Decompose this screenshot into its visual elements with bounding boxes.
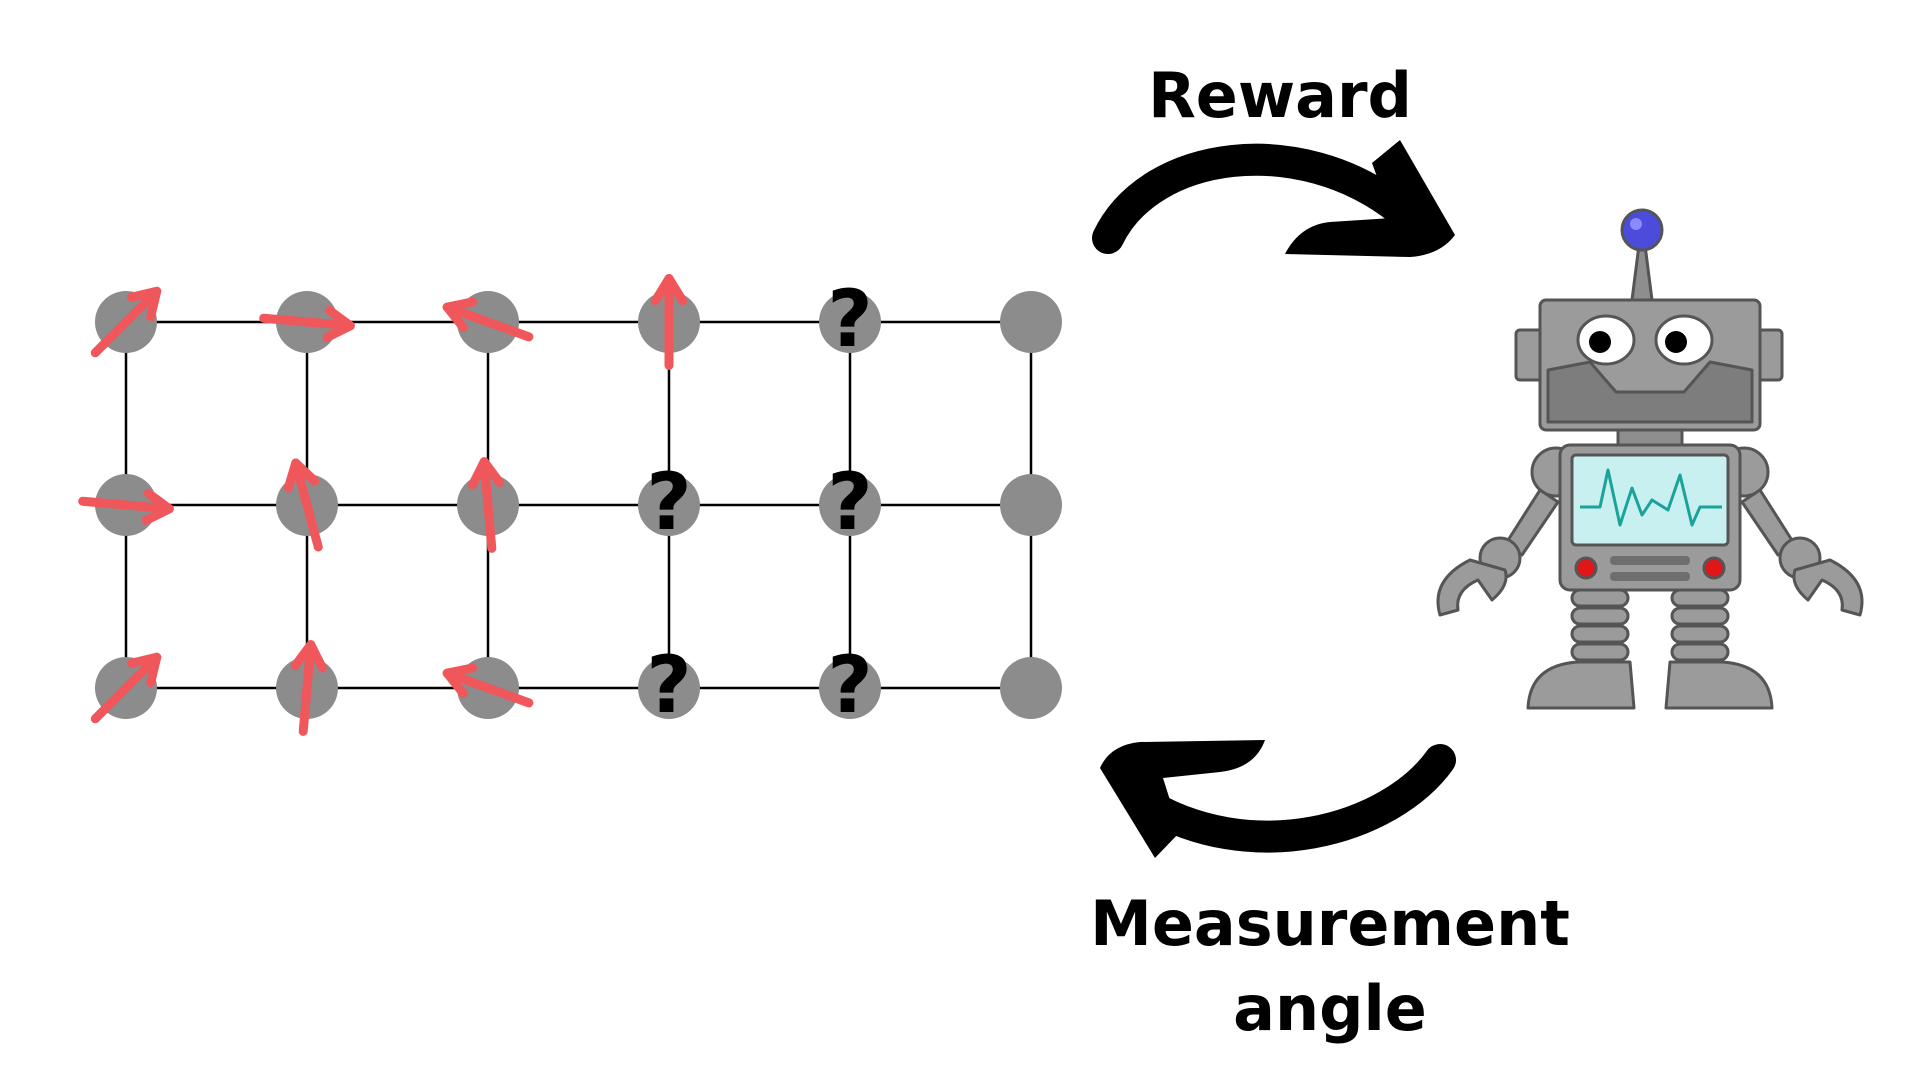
lattice-node [1000,657,1062,719]
spin-arrow-shaft [298,640,316,736]
spin-arrow-shaft [90,286,162,358]
spin-arrowhead [283,458,320,493]
spin-arrowhead [126,652,162,688]
robot-icon [1436,208,1864,710]
spin-arrowhead [126,286,162,322]
lattice-node [638,657,700,719]
curved-arrow-left-icon [1100,740,1456,858]
unknown-measurement-mark: ? [646,458,691,548]
lattice-node [1000,474,1062,536]
spin-arrow-shaft [78,496,174,514]
unknown-measurement-mark: ? [827,641,872,731]
spin-arrow-shaft [442,668,534,708]
lattice-node [638,474,700,536]
lattice-node [1000,291,1062,353]
spin-arrowhead [468,457,505,490]
measurement-angle-label-line2: angle [1233,972,1427,1045]
measurement-angle-label-line1: Measurement [1090,887,1570,960]
spin-arrow-shaft [291,458,323,552]
lattice-node [819,291,881,353]
spin-arrow-shaft [442,302,534,342]
lattice-node [819,657,881,719]
spin-arrowhead [650,274,688,306]
spin-arrowhead [442,663,478,698]
spin-arrowhead [141,488,174,525]
spin-arrowhead [290,640,327,673]
unknown-measurement-mark: ? [827,458,872,548]
spin-lattice: ????? [78,274,1062,736]
spin-arrowhead [442,297,478,332]
curved-arrow-right-icon [1092,140,1455,257]
spin-arrowhead [322,305,355,342]
reward-label: Reward [1148,59,1412,132]
lattice-node [819,474,881,536]
unknown-measurement-mark: ? [827,275,872,365]
spin-arrow-shaft [90,652,162,724]
spin-arrow-shaft [259,313,355,331]
unknown-measurement-mark: ? [646,641,691,731]
spin-arrow-shaft [479,457,497,553]
